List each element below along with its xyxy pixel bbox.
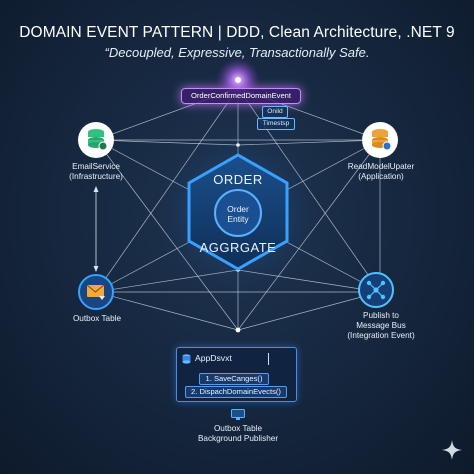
sparkle-icon: [442, 440, 462, 460]
database-icon: [182, 354, 191, 364]
event-field-id: Onild: [262, 106, 288, 118]
db-context-title: AppDsvxt: [195, 353, 232, 363]
page-title: DOMAIN EVENT PATTERN | DDD, Clean Archit…: [19, 24, 455, 41]
read-model-layer: (Application): [358, 172, 404, 181]
email-service-label: EmailService (Infrastructure): [56, 162, 136, 182]
publisher-label: Outbox Table Background Publisher: [188, 424, 288, 444]
publish-label: Publish to Message Bus (Integration Even…: [336, 311, 426, 341]
dispatch-events-step: 2. DispachDomainEvects(): [185, 386, 287, 398]
publisher-line2: Background Publisher: [197, 434, 279, 443]
db-context-panel: AppDsvxt 1. SaveCanges() 2. DispachDomai…: [176, 347, 297, 402]
entity-circle: [214, 189, 262, 237]
publish-line2: Message Bus: [356, 321, 406, 330]
aggregate-top-label: ORDER: [213, 172, 263, 187]
arrow-up-icon: [93, 186, 99, 192]
text-cursor: [268, 353, 269, 365]
domain-event-label: OrderConfirmedDomainEvent: [181, 88, 301, 104]
email-service-name: EmailService: [72, 162, 120, 171]
database-stack-icon: [78, 122, 114, 158]
network-share-icon: [358, 272, 394, 308]
read-model-name: ReadModelUpater: [347, 162, 415, 171]
mail-icon: [78, 274, 114, 310]
save-changes-step: 1. SaveCanges(): [199, 373, 269, 385]
event-source-dot: [235, 77, 241, 83]
email-service-layer: (Infrastructure): [69, 172, 123, 181]
page-subtitle: “Decoupled, Expressive, Transactionally …: [104, 45, 370, 60]
read-model-label: ReadModelUpater (Application): [336, 162, 426, 182]
arrow-down-icon: [93, 266, 99, 272]
entity-label-line1: Order: [227, 204, 249, 214]
publisher-line1: Outbox Table: [213, 424, 263, 433]
publish-line3: (Integration Event): [347, 331, 415, 340]
publish-line1: Publish to: [363, 311, 399, 320]
event-field-timestamp: Timestsp: [257, 118, 295, 130]
aggregate-bottom-label: AGGRGATE: [199, 240, 277, 255]
database-stack-icon: [362, 122, 398, 158]
monitor-icon: [231, 409, 245, 420]
entity-label-line2: Entity: [227, 214, 249, 224]
outbox-table-label: Outbox Table: [72, 314, 122, 323]
